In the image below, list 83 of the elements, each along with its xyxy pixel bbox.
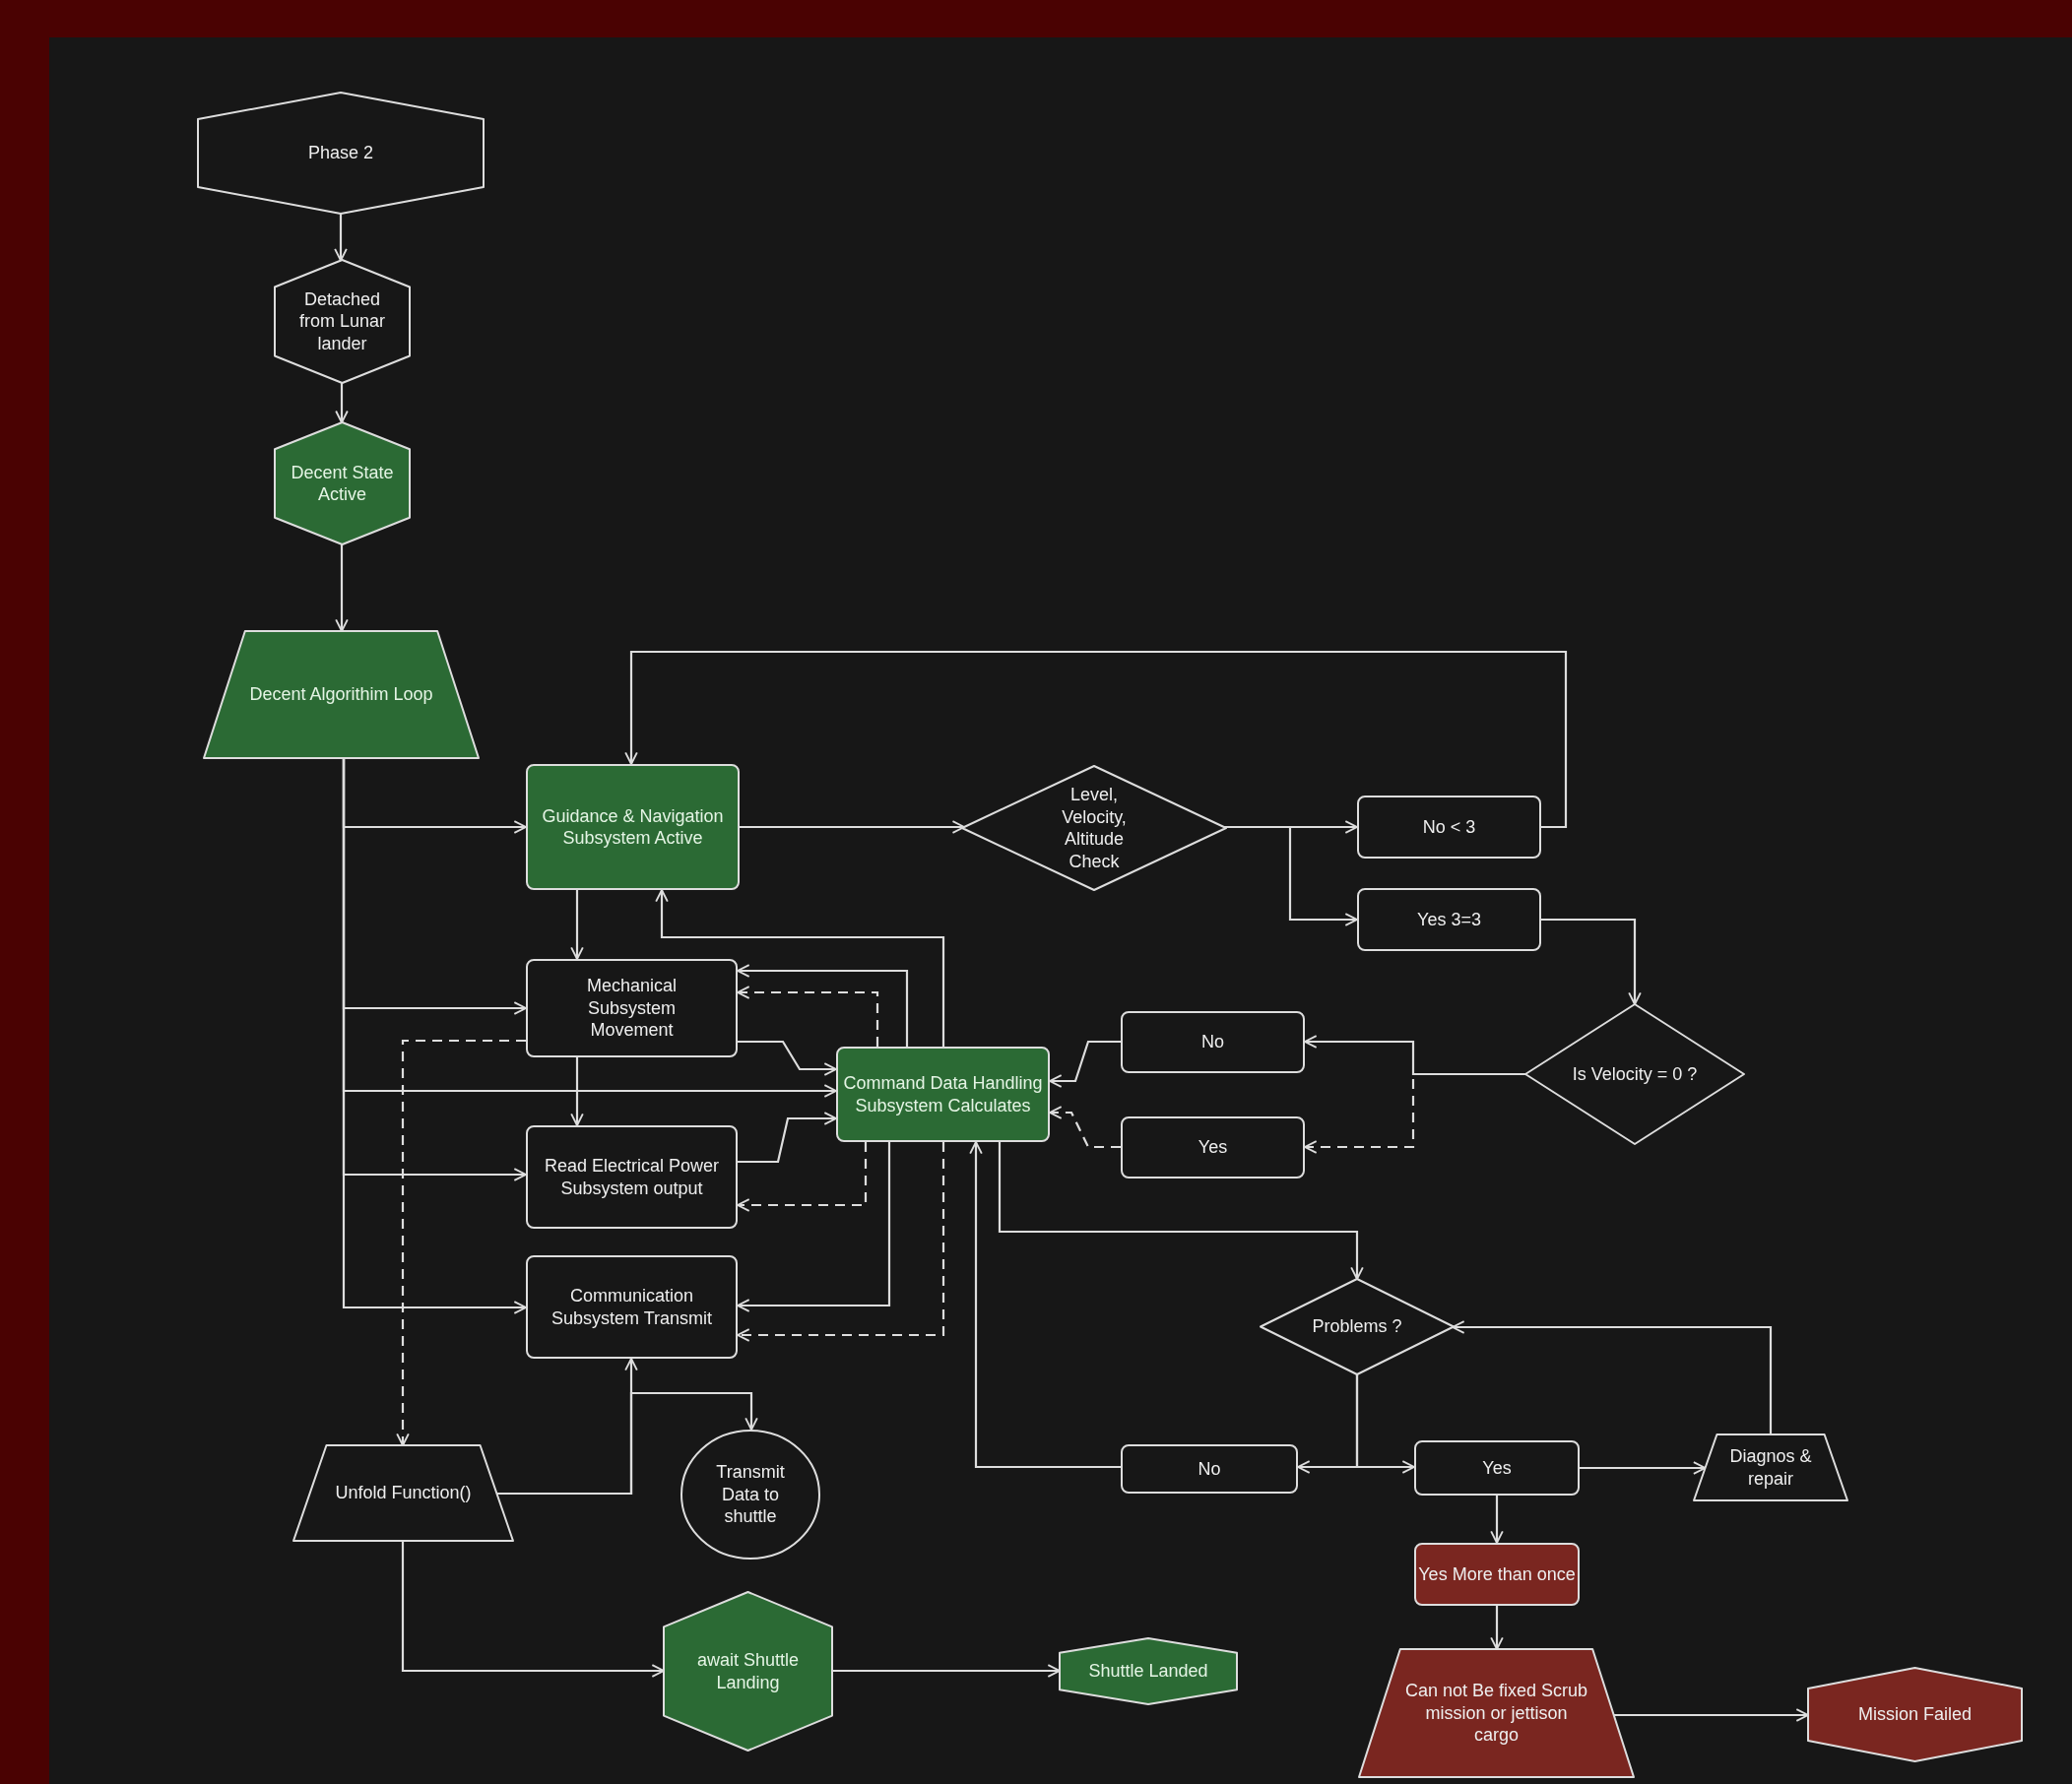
- arrow: [401, 1541, 665, 1678]
- process-box: [1121, 1116, 1305, 1179]
- process-box: [526, 764, 740, 890]
- dashed-arrow: [737, 1142, 945, 1342]
- process-box: [526, 1255, 738, 1359]
- node-label: Decent Algorithim Loop: [249, 683, 433, 706]
- node-label: Problems ?: [1312, 1315, 1402, 1338]
- node-label: Read Electrical Power Subsystem output: [543, 1155, 721, 1199]
- hexagon-node: [664, 1592, 832, 1751]
- node-label: Command Data Handling Subsystem Calculates: [842, 1072, 1044, 1116]
- decision-diamond: [1525, 1004, 1744, 1144]
- arrow: [1355, 1374, 1415, 1474]
- arrow: [832, 1664, 1061, 1678]
- dashed-arrow: [396, 1039, 526, 1446]
- decision-diamond: [1261, 1279, 1454, 1374]
- dashed-arrow: [1304, 1072, 1525, 1154]
- trapezoid-node: [1359, 1649, 1634, 1777]
- hexagon-node: [198, 93, 484, 214]
- arrow: [737, 964, 909, 1047]
- node-label: Detached from Lunar lander: [297, 287, 386, 355]
- node-label: Is Velocity = 0 ?: [1572, 1062, 1698, 1086]
- node-label: Communication Subsystem Transmit: [550, 1285, 713, 1329]
- trapezoid-node: [293, 1445, 513, 1541]
- node-label: Shuttle Landed: [1088, 1660, 1208, 1683]
- node-label: Mechanical Subsystem Movement: [585, 975, 678, 1042]
- process-box: [526, 1125, 738, 1229]
- arrow: [740, 820, 966, 834]
- arrow: [738, 1112, 837, 1164]
- arrow: [570, 1057, 584, 1126]
- node-label: No < 3: [1422, 815, 1476, 839]
- arrow: [1580, 1461, 1707, 1475]
- arrow: [1049, 1040, 1121, 1088]
- trapezoid-node: [204, 631, 479, 758]
- arrow: [737, 1142, 891, 1312]
- process-box: [1414, 1543, 1580, 1606]
- arrow: [335, 382, 349, 424]
- node-label: Guidance & Navigation Subsystem Active: [541, 804, 725, 850]
- dashed-arrow: [737, 986, 879, 1047]
- node-label: Decent State Active: [290, 461, 395, 506]
- arrow: [335, 543, 349, 632]
- node-label: Mission Failed: [1857, 1703, 1972, 1726]
- node-label: No: [1198, 1457, 1221, 1481]
- circle-node: [680, 1430, 820, 1560]
- arrow: [1452, 1320, 1773, 1434]
- node-label: Transmit Data to shuttle: [715, 1461, 786, 1528]
- hexagon-node: [1808, 1668, 2022, 1761]
- node-label: Yes: [1482, 1456, 1512, 1480]
- node-label: Phase 2: [307, 142, 374, 164]
- node-label: Yes 3=3: [1417, 908, 1481, 931]
- decision-diamond: [962, 766, 1226, 890]
- process-box: [1414, 1440, 1580, 1496]
- arrow: [624, 650, 1568, 829]
- node-label: No: [1201, 1031, 1224, 1053]
- arrow: [738, 1040, 837, 1076]
- arrow: [1490, 1606, 1504, 1650]
- hexagon-node: [275, 260, 410, 383]
- dashed-arrow: [737, 1142, 868, 1212]
- node-label: await Shuttle Landing: [695, 1649, 801, 1693]
- trapezoid-node: [1694, 1434, 1847, 1500]
- node-label: Yes More than once: [1418, 1562, 1576, 1586]
- node-label: Diagnos & repair: [1728, 1445, 1813, 1490]
- hexagon-node: [275, 422, 410, 544]
- node-label: Yes: [1198, 1136, 1228, 1159]
- process-box: [836, 1047, 1050, 1142]
- arrow: [570, 890, 584, 960]
- arrow: [1541, 918, 1642, 1005]
- process-box: [1121, 1011, 1305, 1073]
- node-label: Can not Be fixed Scrub mission or jettison cargo: [1403, 1680, 1589, 1747]
- dashed-arrow: [1049, 1106, 1121, 1149]
- arrow: [334, 214, 348, 262]
- process-box: [1357, 796, 1541, 859]
- node-label: Unfold Function(): [335, 1482, 472, 1504]
- process-box: [1357, 888, 1541, 951]
- hexagon-node: [1060, 1638, 1237, 1704]
- arrow: [342, 758, 527, 1314]
- node-label: Level, Velocity, Altitude Check: [1061, 784, 1128, 872]
- arrow: [655, 889, 945, 1047]
- arrow: [1490, 1496, 1504, 1544]
- arrow: [998, 1142, 1364, 1280]
- arrow: [1613, 1708, 1809, 1722]
- arrow: [969, 1141, 1121, 1469]
- process-box: [526, 959, 738, 1057]
- process-box: [1121, 1444, 1298, 1494]
